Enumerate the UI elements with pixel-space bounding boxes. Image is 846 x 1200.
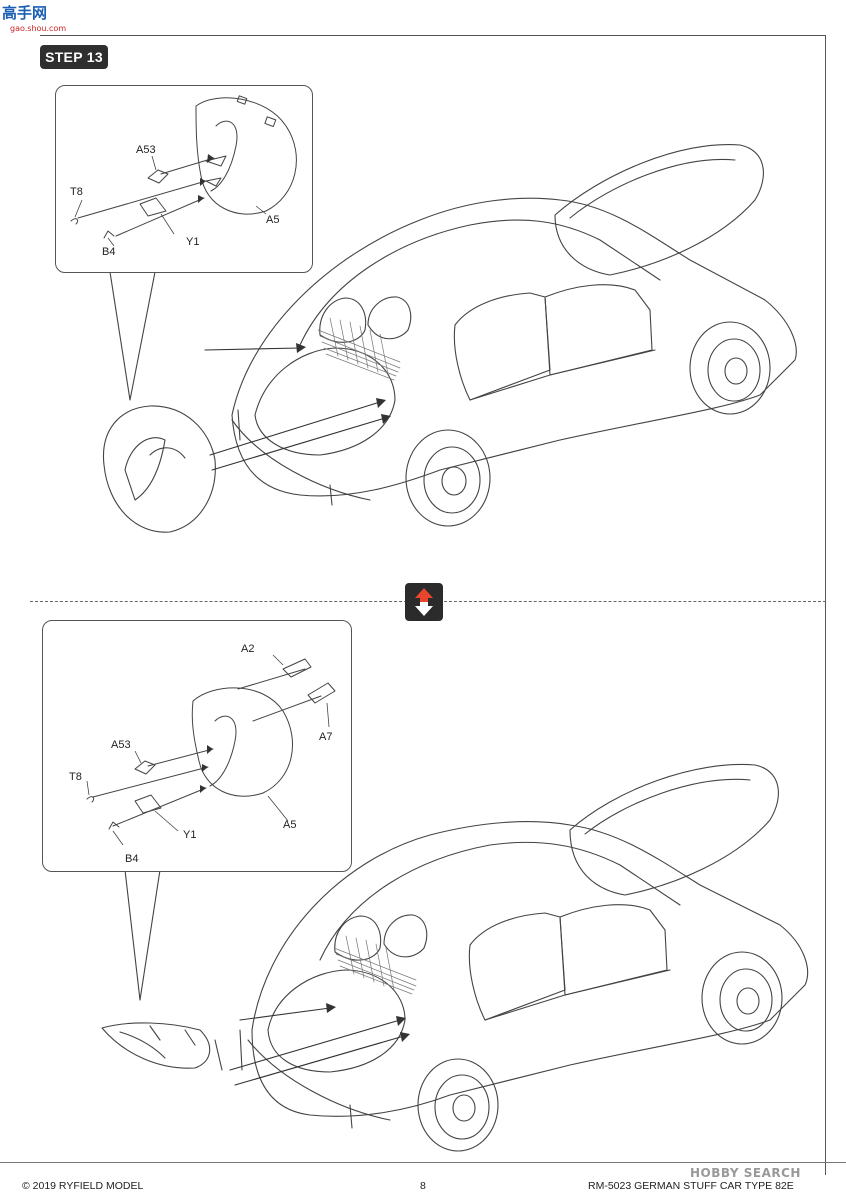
front-wheel	[689, 321, 771, 415]
part-label-a53: A53	[111, 739, 131, 751]
top-detail-inset: A53 T8 Y1 A5 B4	[55, 85, 313, 273]
bottom-detail-drawing	[86, 654, 336, 846]
part-label-t8: T8	[70, 186, 83, 198]
footer-page-number: 8	[420, 1180, 426, 1192]
bottom-detail-inset: A2 A7 A53 T8 Y1 A5 B4	[42, 620, 352, 872]
top-assembly-illustration	[102, 143, 797, 533]
bottom-assembly-illustration	[101, 763, 809, 1152]
page-frame-top	[40, 35, 826, 36]
footer-copyright: © 2019 RYFIELD MODEL	[22, 1180, 144, 1192]
site-logo-subtext: gao.shou.com	[10, 24, 67, 33]
step-badge: STEP 13	[40, 45, 108, 69]
part-label-t8: T8	[69, 771, 82, 783]
part-label-b4: B4	[102, 246, 116, 258]
page-frame-right	[825, 35, 826, 1175]
open-front-hood	[554, 143, 764, 276]
footer-kit-title: RM-5023 GERMAN STUFF CAR TYPE 82E	[588, 1180, 794, 1192]
footer-rule	[0, 1162, 846, 1163]
part-label-a2: A2	[241, 643, 255, 655]
up-down-arrow-icon	[405, 583, 443, 621]
part-label-y1: Y1	[183, 829, 197, 841]
part-label-a5: A5	[266, 214, 280, 226]
part-label-a7: A7	[319, 731, 333, 743]
rear-wheel	[405, 429, 491, 527]
site-logo: 高手网 gao.shou.com	[2, 2, 82, 36]
detached-engine-lid	[102, 405, 216, 533]
top-detail-drawing	[70, 95, 297, 247]
car-body-outline	[231, 197, 797, 497]
part-label-y1: Y1	[186, 236, 200, 248]
part-label-b4: B4	[125, 853, 139, 865]
site-logo-text: 高手网	[2, 4, 48, 22]
watermark-text: HOBBY SEARCH	[690, 1166, 801, 1180]
part-label-a53: A53	[136, 144, 156, 156]
part-label-a5: A5	[283, 819, 297, 831]
